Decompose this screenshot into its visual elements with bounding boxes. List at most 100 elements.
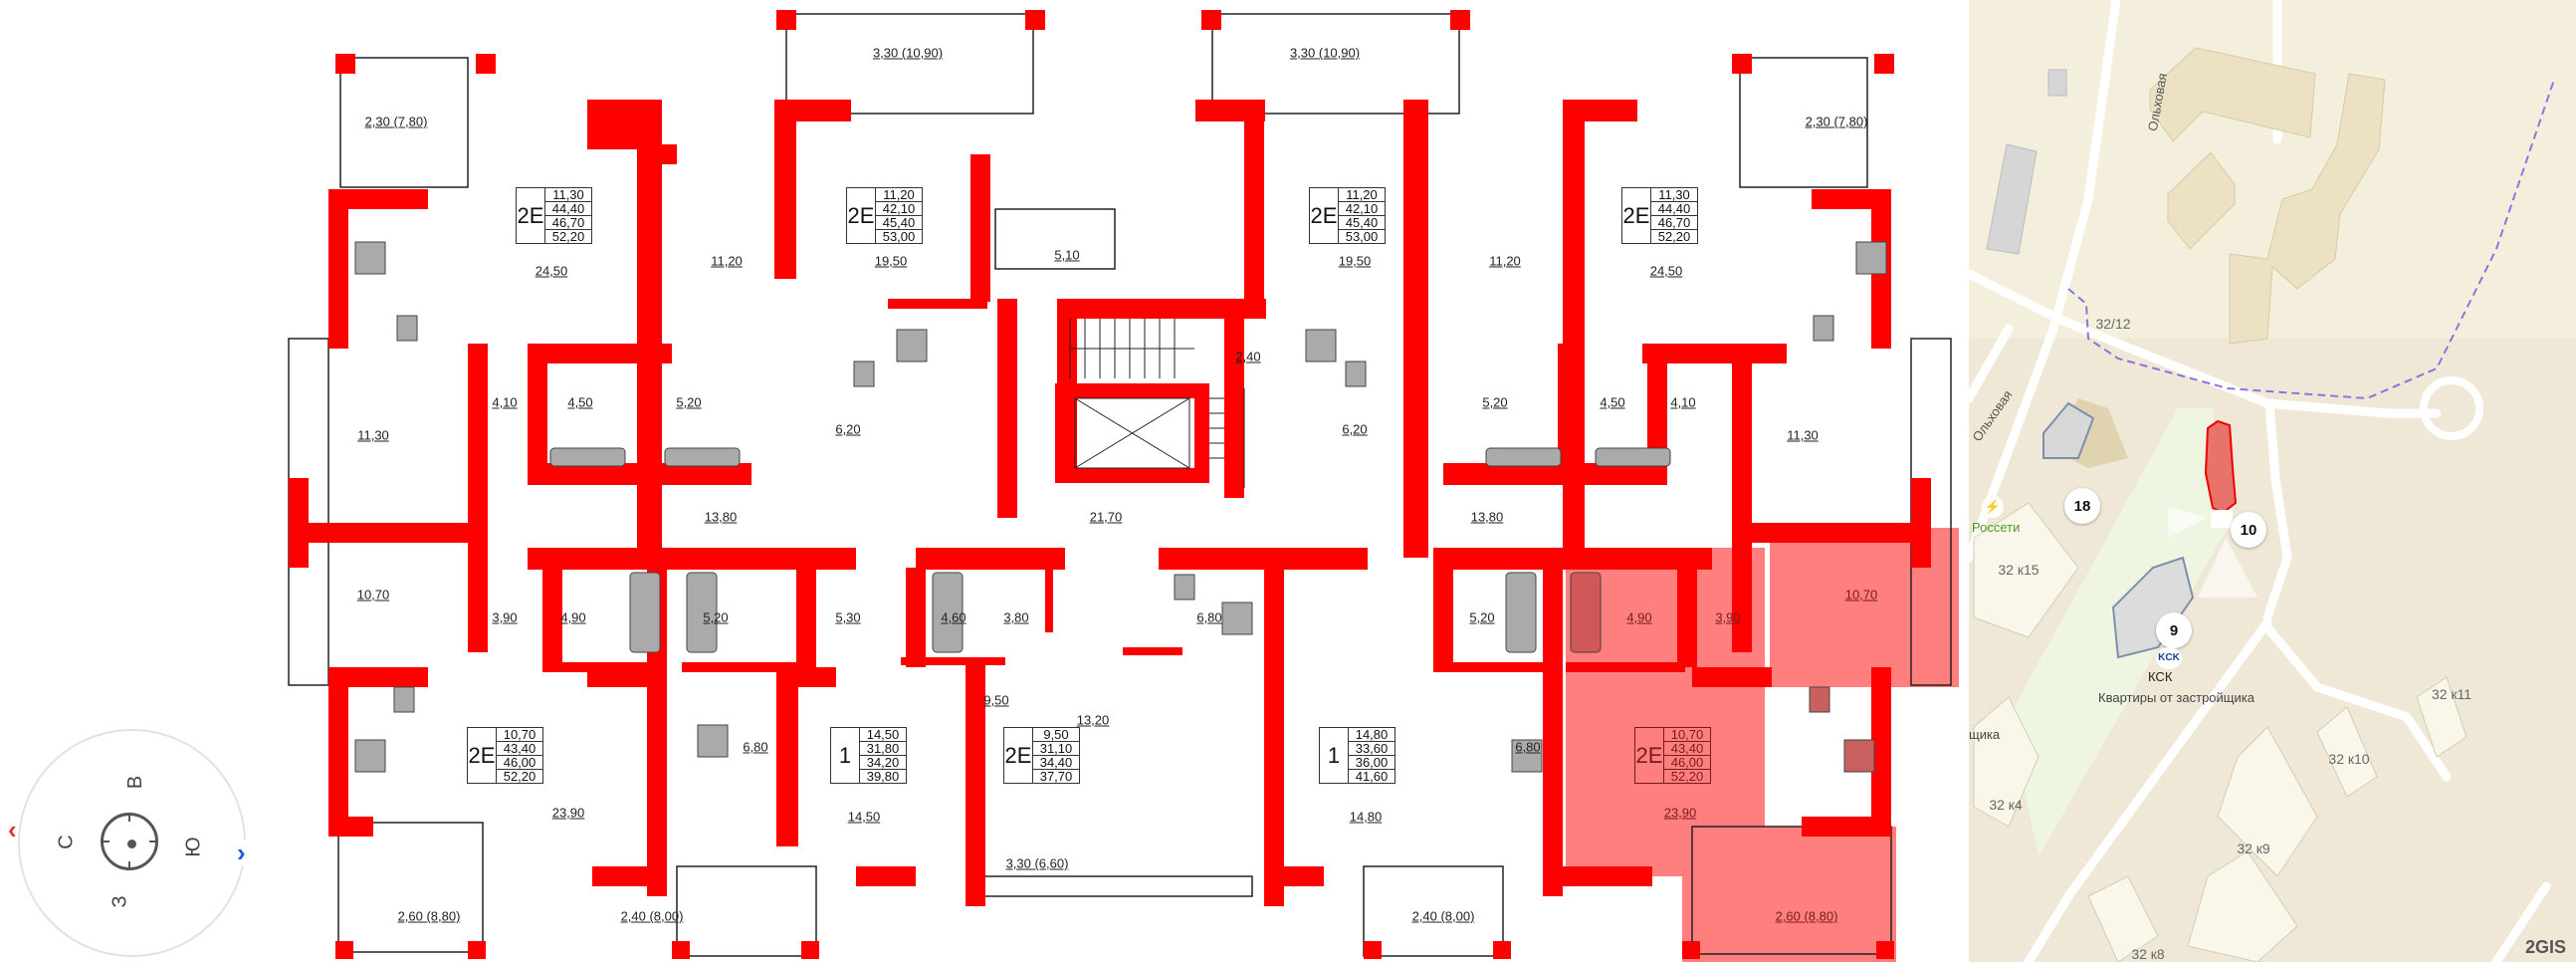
- total-area: 37,70: [1039, 769, 1073, 784]
- total-area: 53,00: [1345, 229, 1379, 244]
- room-area-label: 5,20: [676, 394, 702, 410]
- room-area-label: 2,30 (7,80): [1805, 114, 1868, 129]
- power-plug-icon[interactable]: ⚡: [1982, 496, 2004, 518]
- poi-ksk-subtitle: Квартиры от застройщика: [2098, 690, 2254, 705]
- poi-rosseti-label[interactable]: Россети: [1972, 520, 2021, 535]
- apartment-type: 2E: [1635, 728, 1664, 783]
- room-area-label: 13,80: [704, 509, 738, 525]
- compass-widget[interactable]: В С Ю З: [18, 729, 246, 957]
- apartment-type: 1: [831, 728, 860, 783]
- apartment-type: 2E: [847, 188, 876, 243]
- area-2: 44,40: [545, 202, 591, 216]
- total-area: 52,20: [503, 769, 537, 784]
- building-pin-9[interactable]: 9: [2156, 612, 2192, 648]
- compass-west-label: З: [108, 895, 131, 908]
- room-area-label: 6,20: [835, 421, 861, 437]
- area-3: 36,00: [1349, 756, 1395, 770]
- area-2: 44,40: [1651, 202, 1697, 216]
- room-area-label: 5,10: [1054, 247, 1080, 263]
- room-area-label: 14,80: [1349, 809, 1383, 825]
- building-pin-18[interactable]: 18: [2064, 488, 2100, 524]
- poi-cut-label: щика: [1969, 727, 2001, 742]
- building-label: 32/12: [2095, 316, 2131, 332]
- area-2: 33,60: [1349, 742, 1395, 756]
- apartment-type: 2E: [468, 728, 497, 783]
- room-area-label: 2,60 (8,80): [1775, 908, 1838, 924]
- room-area-label: 4,90: [1626, 609, 1652, 625]
- building-label: 32 к15: [1998, 562, 2039, 578]
- room-area-label: 11,20: [711, 253, 743, 269]
- room-area-label: 6,80: [1196, 609, 1222, 625]
- room-area-label: 14,50: [847, 809, 881, 825]
- 2gis-logo: 2GIS: [2524, 937, 2566, 957]
- area-2: 31,10: [1033, 742, 1079, 756]
- room-area-label: 19,50: [874, 253, 908, 269]
- highlighted-apartment: [1566, 528, 1959, 962]
- total-area: 41,60: [1355, 769, 1389, 784]
- area-3: 45,40: [876, 216, 922, 230]
- building-label: 32 к9: [2237, 841, 2270, 856]
- area-3: 46,00: [497, 756, 542, 770]
- room-area-label: 13,20: [1076, 712, 1110, 728]
- room-area-label: 2,40 (8,00): [1411, 908, 1475, 924]
- room-area-label: 2,30 (7,80): [364, 114, 428, 129]
- area-2: 43,40: [1664, 742, 1710, 756]
- room-area-label: 2,40 (8,00): [620, 908, 684, 924]
- living-area: 14,80: [1349, 728, 1395, 742]
- room-area-label: 5,20: [1482, 394, 1508, 410]
- room-area-label: 5,20: [1469, 609, 1495, 625]
- room-area-label: 6,80: [1515, 739, 1541, 755]
- room-area-label: 11,20: [1489, 253, 1521, 269]
- room-area-label: 4,90: [560, 609, 586, 625]
- total-area: 39,80: [866, 769, 900, 784]
- room-area-label: 2,60 (8,80): [397, 908, 461, 924]
- compass-dial-icon: [101, 813, 158, 870]
- rotate-left-button[interactable]: ‹: [8, 815, 17, 844]
- total-area: 52,20: [1657, 229, 1691, 244]
- apartment-type: 1: [1320, 728, 1349, 783]
- living-area: 11,20: [1339, 188, 1385, 202]
- building-label: 32 к4: [1989, 797, 2023, 813]
- total-area: 53,00: [882, 229, 916, 244]
- room-area-label: 10,70: [1844, 587, 1878, 602]
- total-area: 52,20: [551, 229, 585, 244]
- area-3: 34,40: [1033, 756, 1079, 770]
- rotate-right-button[interactable]: ›: [237, 838, 246, 867]
- living-area: 10,70: [1664, 728, 1710, 742]
- apartment-type: 2E: [1310, 188, 1339, 243]
- compass-east-label: В: [124, 775, 147, 790]
- area-3: 45,40: [1339, 216, 1385, 230]
- ksk-logo-icon[interactable]: KCK: [2156, 647, 2182, 669]
- poi-ksk-name[interactable]: КСК: [2148, 669, 2173, 684]
- floor-plan-panel: 2,30 (7,80)3,30 (10,90)3,30 (10,90)2,30 …: [8, 10, 1959, 962]
- room-area-label: 10,70: [356, 587, 390, 602]
- living-area: 10,70: [497, 728, 542, 742]
- compass-north-label: С: [55, 835, 78, 849]
- building-pin-10-selected[interactable]: 10: [2231, 512, 2266, 548]
- living-area: 14,50: [860, 728, 906, 742]
- room-area-label: 21,70: [1089, 509, 1123, 525]
- room-area-label: 3,30 (10,90): [1289, 45, 1361, 61]
- map-panel[interactable]: Ольховая Ольховая 32/12 32 к15 32 к4 32 …: [1969, 0, 2576, 962]
- area-3: 46,00: [1664, 756, 1710, 770]
- room-area-label: 4,50: [567, 394, 593, 410]
- room-area-label: 3,90: [1715, 609, 1741, 625]
- building-label: 32 к8: [2131, 946, 2165, 962]
- room-area-label: 11,30: [357, 427, 389, 443]
- apartment-type: 2E: [517, 188, 545, 243]
- apartment-type: 2E: [1622, 188, 1651, 243]
- room-area-label: 19,50: [1338, 253, 1372, 269]
- room-area-label: 4,10: [1670, 394, 1696, 410]
- room-area-label: 24,50: [1649, 263, 1683, 279]
- room-area-label: 6,20: [1342, 421, 1368, 437]
- room-area-label: 3,30 (6,60): [1005, 855, 1069, 871]
